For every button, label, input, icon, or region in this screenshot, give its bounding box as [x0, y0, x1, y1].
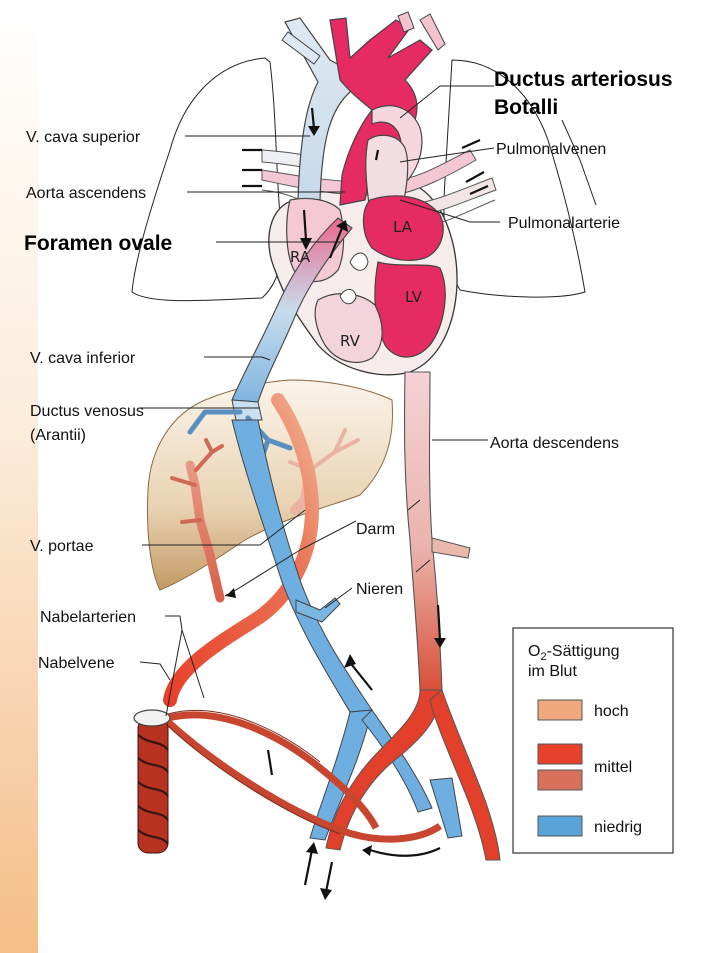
chamber-la: LA — [393, 218, 413, 236]
label-nabelvene: Nabelvene — [38, 655, 115, 672]
arrow-legs-up-head — [306, 842, 318, 854]
arrow-return-flow — [370, 848, 440, 856]
leader-darm-arrow-head — [226, 588, 236, 598]
legend-swatch-hoch — [538, 700, 582, 720]
label-aorta-descendens: Aorta descendens — [490, 435, 619, 452]
label-pulmonalvenen: Pulmonalvenen — [496, 141, 606, 158]
arrow-pv-left — [242, 150, 262, 186]
legend-swatch-mittel-1 — [538, 744, 582, 764]
arrow-ivc-head — [344, 654, 356, 668]
legend-swatch-niedrig — [538, 816, 582, 836]
label-foramen-ovale: Foramen ovale — [24, 232, 172, 255]
label-nabelarterien: Nabelarterien — [40, 609, 136, 626]
descending-aorta — [405, 372, 442, 690]
label-v-cava-inferior: V. cava inferior — [30, 350, 136, 367]
umbilical-ring — [134, 710, 170, 726]
mesenteric-branch — [432, 538, 470, 558]
leader-nabelvene — [140, 662, 170, 680]
legend-label-niedrig: niedrig — [594, 819, 642, 836]
legend-title-suffix: -Sättigung — [547, 643, 620, 660]
arrow-return-flow-head — [362, 845, 372, 856]
label-nieren: Nieren — [356, 581, 403, 598]
label-ductus-venosus: Ductus venosus — [30, 403, 144, 420]
legend: O2-Sättigung im Blut hoch mittel niedrig — [513, 628, 673, 853]
iliac-artery-main-right — [430, 690, 500, 860]
chamber-ra: RA — [290, 248, 311, 266]
label-ductus-venosus-2: (Arantii) — [30, 427, 86, 444]
legend-swatch-mittel-2 — [538, 770, 582, 790]
left-lung-outline — [132, 58, 282, 301]
arrow-ua — [268, 750, 272, 775]
arrow-legs-up — [305, 850, 312, 885]
label-darm: Darm — [356, 521, 395, 538]
legend-label-mittel: mittel — [594, 759, 632, 776]
label-ductus-arteriosus-2: Botalli — [494, 96, 558, 119]
label-aorta-ascendens: Aorta ascendens — [26, 185, 146, 202]
legend-title-line2: im Blut — [528, 663, 577, 680]
legend-title-prefix: O — [528, 643, 540, 660]
label-v-portae: V. portae — [30, 538, 94, 555]
arrow-legs-down — [326, 862, 332, 892]
label-ductus-arteriosus: Ductus arteriosus — [494, 68, 673, 91]
chamber-rv: RV — [340, 332, 361, 350]
legend-label-hoch: hoch — [594, 703, 629, 720]
label-pulmonalarterie: Pulmonalarterie — [508, 215, 620, 232]
label-v-cava-superior: V. cava superior — [26, 129, 141, 146]
legend-frame — [513, 628, 673, 853]
leader-ductus-arteriosus-2 — [562, 120, 596, 205]
arrow-legs-down-head — [320, 888, 332, 900]
chamber-lv: LV — [405, 288, 423, 306]
